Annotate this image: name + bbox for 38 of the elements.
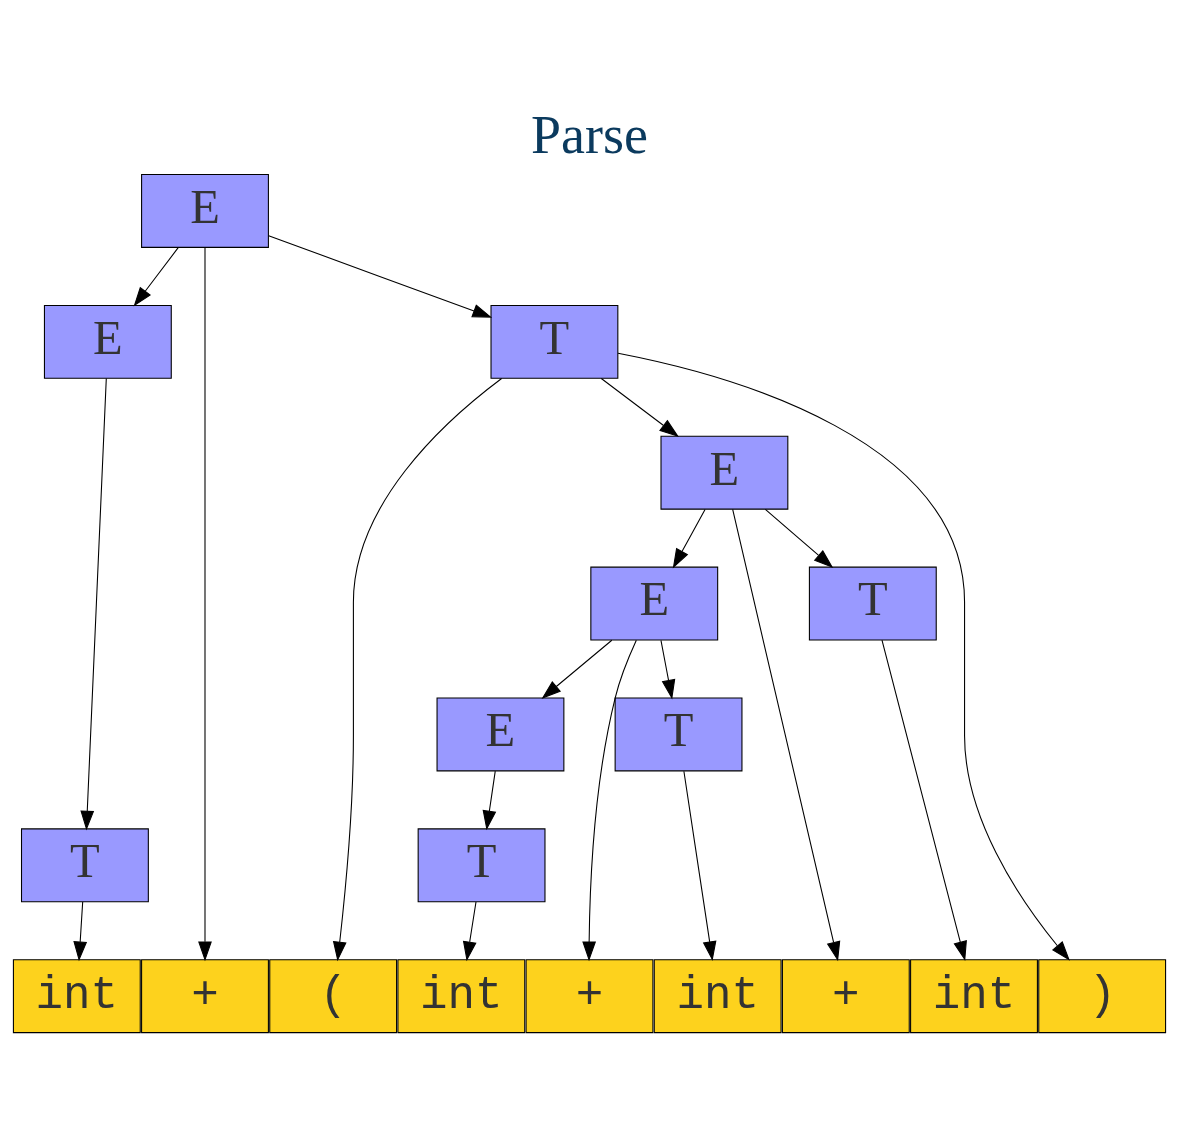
diagram-title: Parse — [531, 104, 648, 165]
arrow — [660, 639, 676, 699]
node-box: int — [653, 958, 782, 1033]
node-box: E — [43, 304, 172, 379]
arrow — [764, 508, 834, 568]
arrow — [198, 246, 212, 961]
arrow — [332, 377, 503, 961]
node-box: E — [436, 697, 565, 771]
arrow — [672, 508, 706, 568]
arrow — [582, 639, 637, 961]
node-box: ( — [269, 958, 398, 1033]
node-box: E — [660, 435, 789, 510]
node-box: + — [781, 958, 910, 1033]
node-box: + — [141, 958, 269, 1033]
arrow — [600, 377, 679, 437]
node-box: T — [20, 827, 149, 902]
arrow — [617, 352, 1070, 961]
node-box: E — [141, 173, 269, 248]
arrow — [683, 770, 717, 961]
arrow — [268, 234, 493, 318]
node-box: + — [525, 958, 654, 1033]
arrow — [73, 901, 88, 961]
node-box: int — [397, 958, 526, 1033]
arrow — [133, 246, 179, 307]
arrow — [881, 639, 967, 961]
arrow — [482, 770, 497, 830]
node-box: T — [808, 566, 937, 641]
node-box: E — [590, 566, 719, 641]
node-box: int — [910, 958, 1038, 1033]
node-box: ) — [1038, 958, 1167, 1033]
arrow — [541, 639, 613, 699]
node-box: int — [12, 958, 141, 1033]
node-box: T — [417, 827, 546, 902]
node-box: T — [614, 697, 743, 771]
node-box: T — [490, 304, 619, 379]
arrow — [80, 377, 107, 830]
arrow — [732, 508, 841, 961]
arrow — [462, 901, 477, 961]
